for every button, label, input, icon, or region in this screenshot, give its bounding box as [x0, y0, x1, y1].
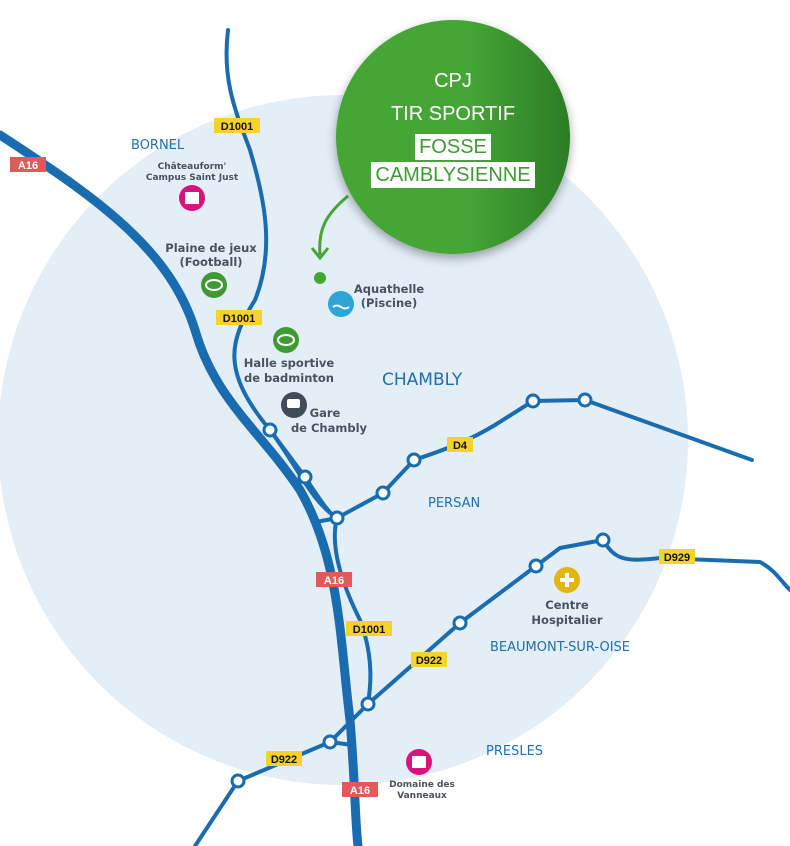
svg-text:Halle sportive: Halle sportive — [244, 356, 335, 370]
svg-text:Aquathelle: Aquathelle — [354, 282, 424, 296]
svg-text:Gare: Gare — [310, 406, 341, 420]
road-label-a16: A16 — [10, 157, 46, 172]
svg-text:A16: A16 — [18, 160, 38, 172]
town-chambly: CHAMBLY — [382, 370, 463, 390]
svg-text:A16: A16 — [350, 785, 370, 797]
badge-line-3: FOSSE — [415, 134, 491, 160]
stadium-icon — [273, 327, 299, 353]
svg-text:Châteauform': Châteauform' — [158, 162, 227, 172]
svg-text:Centre: Centre — [545, 598, 589, 612]
badge-line-2: TIR SPORTIF — [390, 103, 516, 125]
town-bornel: BORNEL — [131, 138, 185, 153]
svg-text:D922: D922 — [271, 754, 297, 766]
svg-text:Plaine de jeux: Plaine de jeux — [165, 241, 257, 255]
svg-text:(Football): (Football) — [179, 255, 242, 269]
svg-text:Domaine des: Domaine des — [389, 780, 455, 790]
d922-d929-road — [193, 538, 790, 846]
poi-gare[interactable]: Gare de Chambly — [281, 392, 368, 435]
town-persan: PERSAN — [428, 496, 480, 511]
poi-centre-hospitalier[interactable]: Centre Hospitalier — [531, 567, 603, 627]
svg-text:D1001: D1001 — [223, 313, 255, 325]
svg-text:D4: D4 — [453, 440, 468, 452]
poi-plaine-de-jeux[interactable]: Plaine de jeux (Football) — [165, 241, 257, 298]
road-nodes — [230, 392, 611, 789]
svg-text:Hospitalier: Hospitalier — [531, 613, 602, 627]
road-label-d929: D929 — [659, 549, 695, 564]
svg-text:D1001: D1001 — [221, 121, 253, 133]
svg-text:D929: D929 — [664, 552, 690, 564]
swimming-icon — [328, 291, 354, 317]
a16-motorway — [0, 130, 363, 846]
road-label-d922: D922 — [411, 652, 447, 667]
location-dot-icon — [314, 272, 326, 284]
road-label-d1001: D1001 — [346, 621, 392, 636]
road-label-d1001: D1001 — [216, 310, 262, 325]
d1001-road — [224, 28, 373, 706]
road-label-a16: A16 — [342, 782, 378, 797]
poi-aquathelle[interactable]: Aquathelle (Piscine) — [328, 282, 424, 317]
road-label-d4: D4 — [447, 437, 473, 452]
badge-line-4: CAMBLYSIENNE — [371, 162, 535, 188]
stadium-icon — [201, 272, 227, 298]
club-badge: CPJ TIR SPORTIF FOSSE CAMBLYSIENNE — [336, 20, 570, 254]
town-presles: PRESLES — [486, 744, 543, 759]
chambly-area — [0, 95, 688, 785]
badge-line-1: CPJ — [434, 70, 472, 92]
poi-domaine-vanneaux[interactable]: Domaine des Vanneaux — [389, 749, 455, 801]
svg-text:de Chambly: de Chambly — [291, 421, 368, 435]
poi-chateauform[interactable]: Châteauform' Campus Saint Just — [146, 162, 239, 211]
svg-text:de badminton: de badminton — [244, 371, 334, 385]
poi-halle-badminton[interactable]: Halle sportive de badminton — [244, 327, 335, 385]
svg-text:D1001: D1001 — [353, 624, 385, 636]
road-label-d922: D922 — [266, 751, 302, 766]
svg-text:Campus Saint Just: Campus Saint Just — [146, 173, 239, 183]
road-label-a16: A16 — [316, 572, 352, 587]
town-beaumont: BEAUMONT-SUR-OISE — [490, 640, 630, 655]
svg-text:(Piscine): (Piscine) — [361, 296, 417, 310]
poi-fosse-camblysienne-marker[interactable] — [310, 194, 349, 284]
svg-text:Vanneaux: Vanneaux — [397, 791, 447, 801]
svg-text:D922: D922 — [416, 655, 442, 667]
road-label-d1001: D1001 — [214, 118, 260, 133]
svg-text:A16: A16 — [324, 575, 344, 587]
